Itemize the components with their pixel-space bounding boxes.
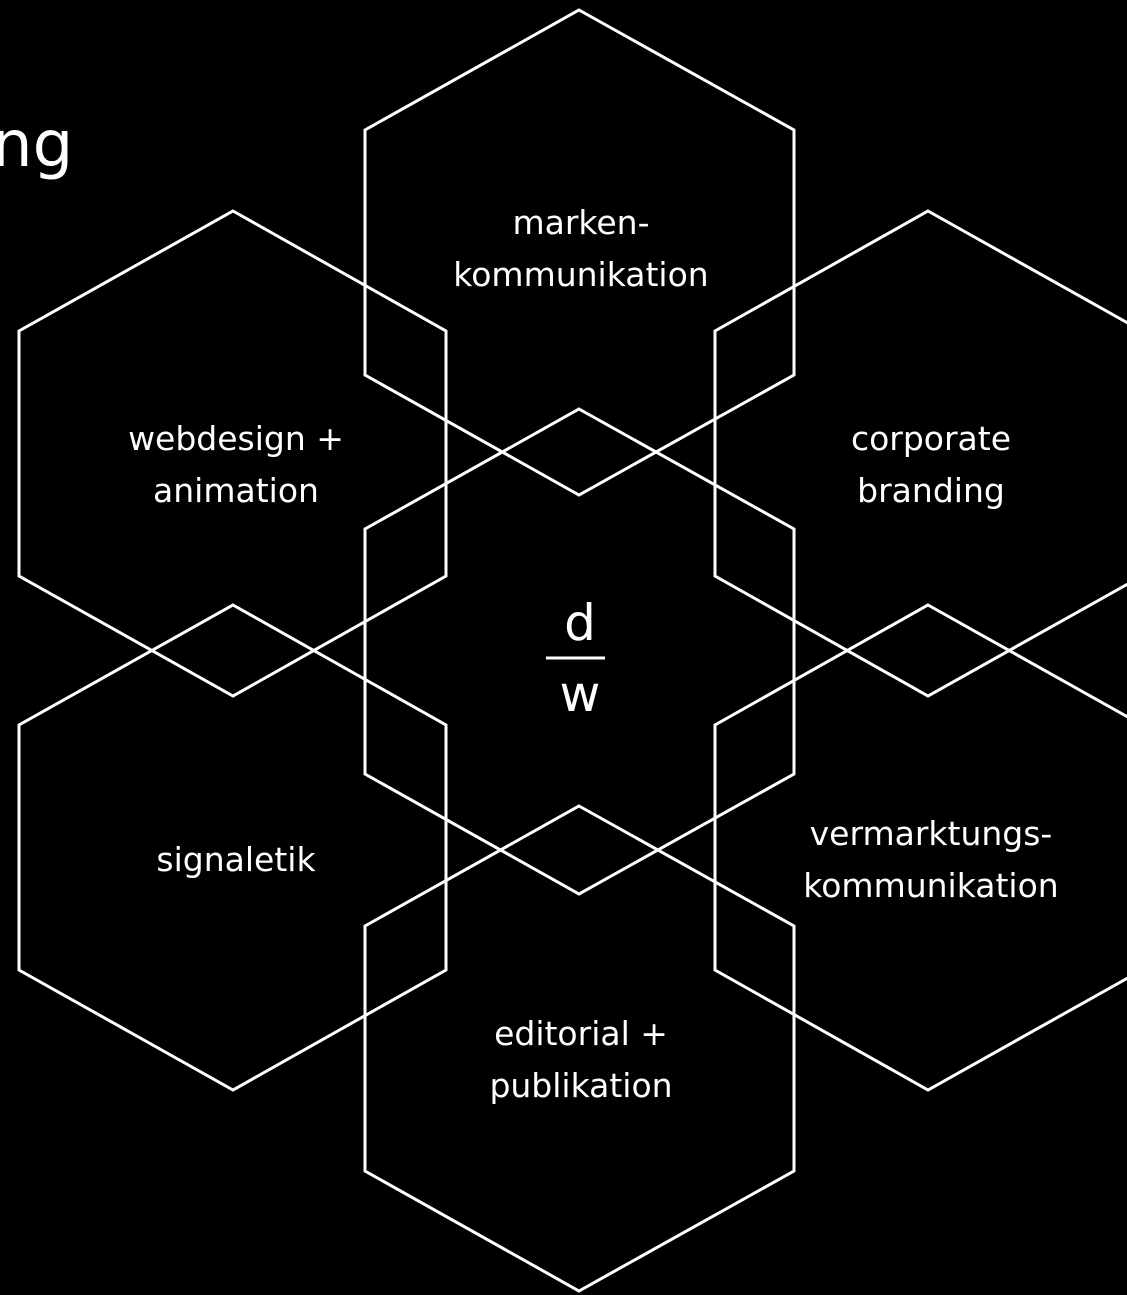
hexagon-upper-right [713, 209, 1127, 698]
hexagon-label-top-line2: kommunikation [453, 255, 708, 294]
hexagon-lower-right [713, 603, 1127, 1092]
logo-letter-d: d [564, 594, 596, 652]
hexagon-top [363, 8, 796, 497]
hexagon-label-lower-left-line1: signaletik [156, 840, 316, 879]
hexagon-label-top-line1: marken- [513, 203, 650, 242]
hexagon-label-lower-right-line1: vermarktungs- [810, 814, 1053, 853]
hexagon-label-lower-left: signaletik [156, 840, 316, 879]
hexagon-label-upper-left-line2: animation [153, 471, 319, 510]
hexagon-label-upper-right-line2: branding [857, 471, 1005, 510]
hexagon-center [363, 407, 796, 896]
hexagon-label-lower-right-line2: kommunikation [803, 866, 1058, 905]
logo-letter-w: w [560, 665, 601, 723]
hexagon-label-upper-left-line1: webdesign + [128, 419, 344, 458]
hexagon-bottom [363, 804, 796, 1293]
hexagon-label-bottom-line1: editorial + [494, 1014, 668, 1053]
hexagon-label-upper-right: corporate branding [851, 419, 1011, 510]
hexagon-upper-left [17, 209, 448, 698]
hexagon-outlines [17, 8, 1127, 1293]
hexagon-label-upper-right-line1: corporate [851, 419, 1011, 458]
page-heading-fragment: ng [0, 108, 73, 182]
hexagon-label-bottom: editorial + publikation [489, 1014, 672, 1105]
hexagon-label-lower-right: vermarktungs- kommunikation [803, 814, 1058, 905]
dw-logo: d w [546, 594, 605, 723]
hexagon-label-bottom-line2: publikation [489, 1066, 672, 1105]
hexagon-label-upper-left: webdesign + animation [128, 419, 344, 510]
hexagon-label-top: marken- kommunikation [453, 203, 708, 294]
hexagon-lower-left [17, 603, 448, 1092]
